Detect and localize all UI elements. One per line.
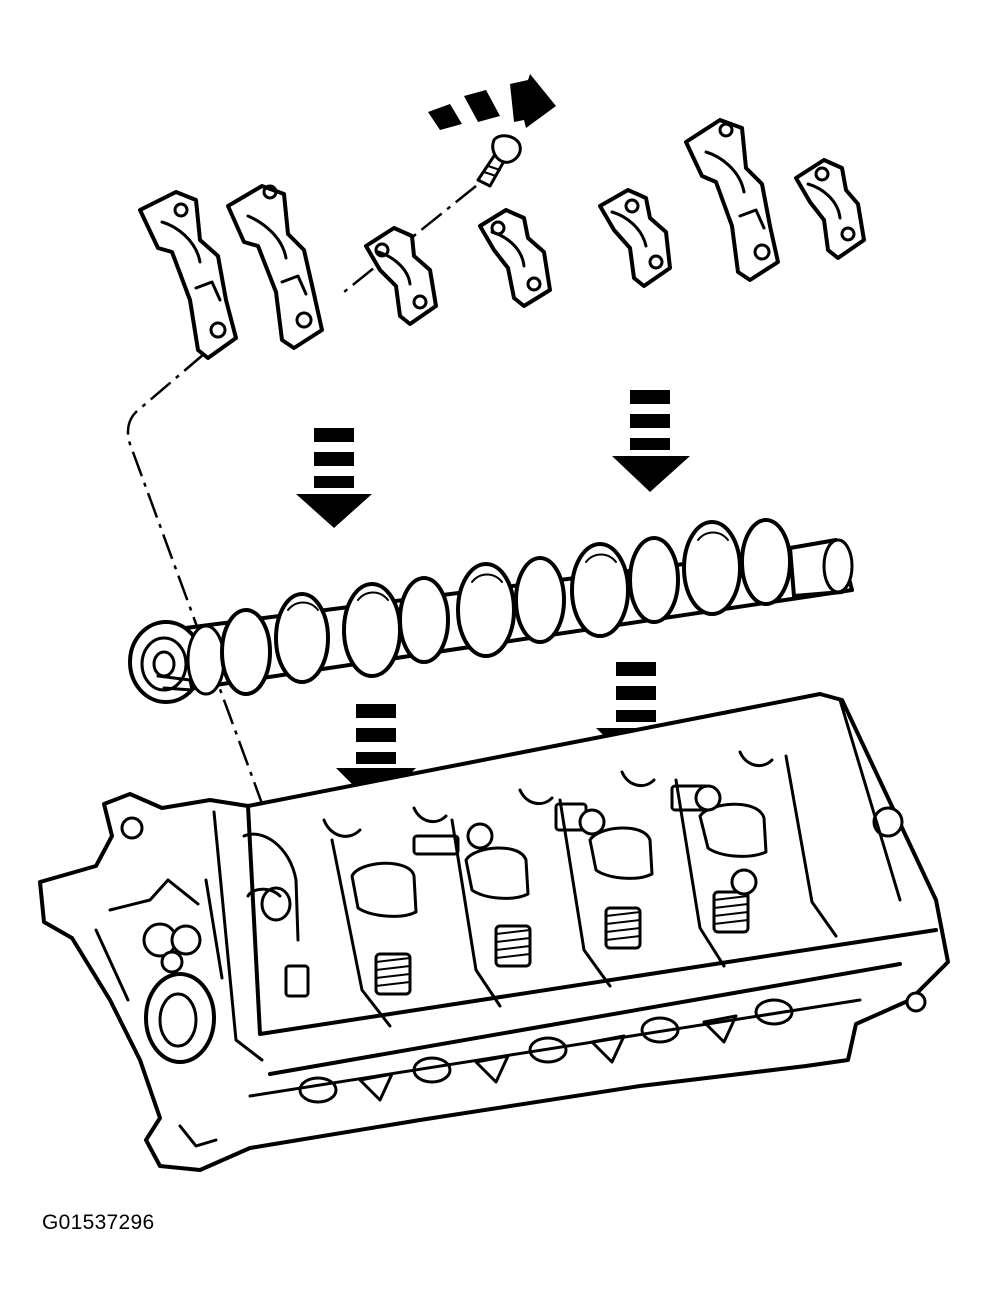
cap-alignment-line [126, 353, 284, 859]
install-bolt-arrow [428, 74, 556, 130]
bearing-cap-6 [684, 118, 780, 282]
bearing-cap-1 [138, 190, 238, 360]
bearing-cap-4 [478, 208, 552, 308]
bolt-centerline [343, 185, 477, 293]
bearing-cap-5 [598, 188, 672, 288]
cap-bolt [476, 134, 522, 188]
figure-id-label: G01537296 [42, 1211, 155, 1234]
down-arrow-left-upper [296, 428, 372, 528]
bearing-cap-3 [364, 226, 438, 326]
bearing-cap-2 [226, 184, 324, 350]
bearing-cap-7 [794, 158, 866, 260]
cylinder-head [38, 692, 950, 1172]
camshaft [128, 518, 854, 704]
port-openings [298, 998, 794, 1104]
down-arrow-right-upper [612, 390, 690, 492]
